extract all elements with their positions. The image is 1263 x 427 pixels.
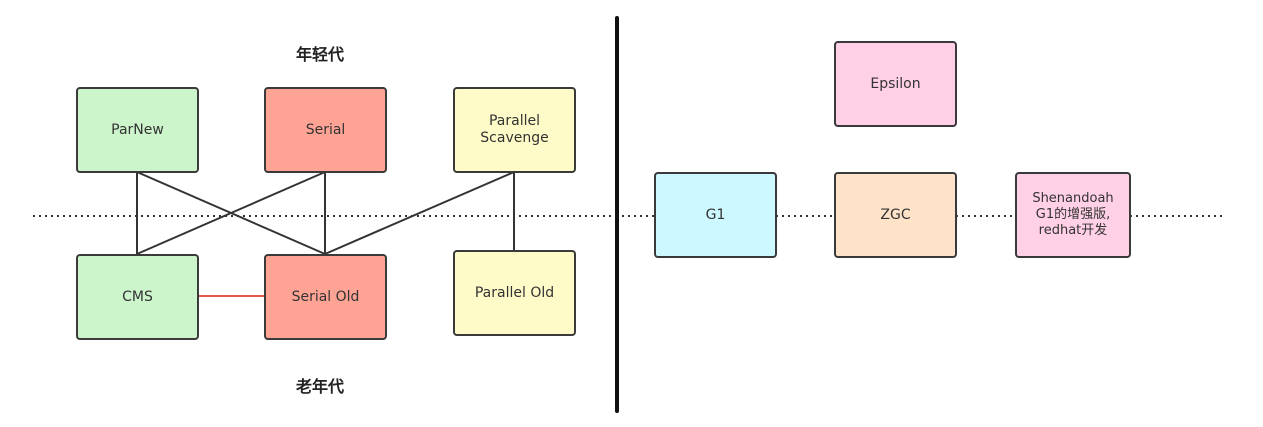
parallel-old-box: Parallel Old [453,250,576,336]
parallel-scavenge-box: Parallel Scavenge [453,87,576,173]
edge-serial-cms [136,171,326,255]
shenandoah-box: Shenandoah G1的增强版, redhat开发 [1015,172,1131,258]
zgc-box: ZGC [834,172,957,258]
serial-box: Serial [264,87,387,173]
parnew-box: ParNew [76,87,199,173]
g1-box: G1 [654,172,777,258]
epsilon-box: Epsilon [834,41,957,127]
old-generation-label: 老年代 [295,377,344,396]
young-generation-label: 年轻代 [295,45,344,64]
serial-old-box: Serial Old [264,254,387,340]
cms-box: CMS [76,254,199,340]
edge-parallel-scavenge-serial-old [324,171,515,255]
